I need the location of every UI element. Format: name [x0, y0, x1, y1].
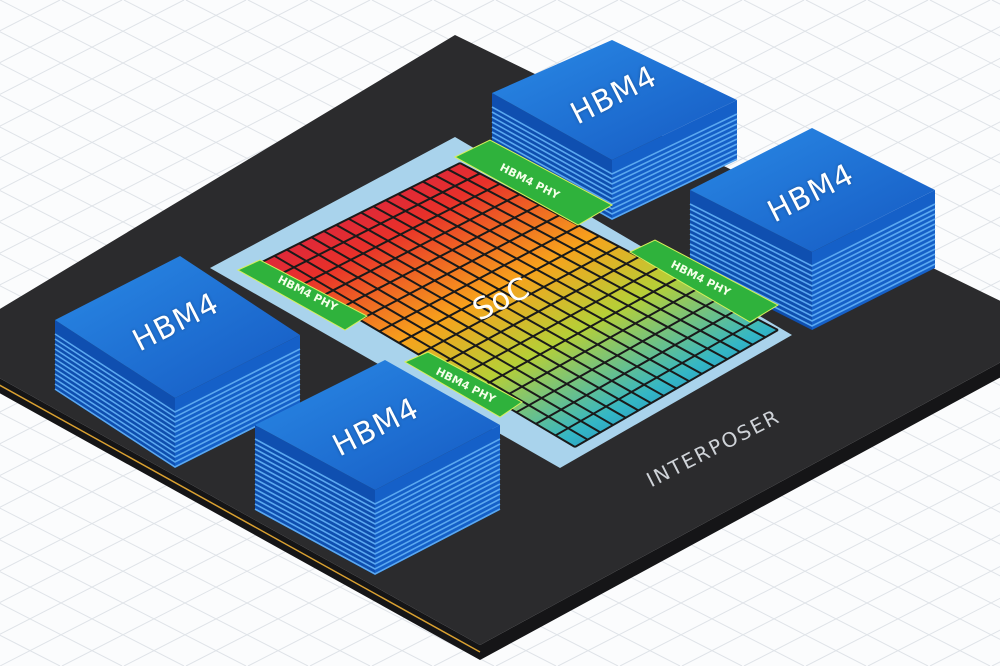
grid-line — [557, 0, 1000, 228]
hbm-die-layer — [689, 223, 936, 287]
hbm-die-layer — [254, 458, 501, 525]
grid-line — [619, 470, 1000, 666]
hbm-die-layer — [54, 353, 301, 433]
hbm-die-layer — [54, 373, 301, 453]
hbm-die-layer — [54, 343, 301, 423]
hbm-stack-right-face — [612, 100, 737, 220]
hbm-die-layer — [689, 253, 936, 317]
hbm-die-layer — [54, 348, 301, 428]
hbm-die-layer — [689, 248, 936, 312]
soc-grid-line — [515, 297, 719, 414]
grid-line — [0, 412, 495, 666]
soc-grid-line — [422, 180, 741, 353]
hbm-die-layer — [689, 233, 936, 297]
hbm-die-layer — [689, 218, 936, 282]
grid-line — [495, 407, 1000, 666]
grid-line — [0, 0, 371, 191]
soc-grid-line — [447, 168, 766, 339]
hbm-die-layer — [254, 483, 501, 550]
soc-grid-line — [554, 318, 759, 437]
soc-grid-line — [434, 174, 754, 346]
hbm-die-layer — [254, 493, 501, 560]
hbm-die-layer — [254, 488, 501, 555]
hbm-die-layer — [54, 333, 301, 413]
hbm-die-layer — [689, 203, 936, 267]
hbm-die-layer — [254, 503, 501, 570]
soc-grid-line — [476, 276, 680, 391]
soc-die — [262, 163, 778, 447]
hbm-die-layer — [54, 363, 301, 443]
hbm-die-layer — [491, 136, 738, 205]
hbm-stack-right-face — [175, 335, 300, 468]
hbm-die-layer — [54, 383, 301, 463]
grid-line — [743, 534, 1000, 666]
hbm-die-layer — [254, 443, 501, 510]
soc-grid-line — [385, 199, 703, 375]
hbm-stack-top — [255, 360, 500, 490]
grid-line — [0, 0, 433, 222]
hbm-die-layer — [689, 228, 936, 292]
hbm-die-layer — [491, 121, 738, 190]
phy-strip-top — [453, 139, 614, 226]
soc-grid-line — [496, 287, 699, 402]
soc-grid-line — [410, 186, 728, 361]
grid-line — [557, 438, 1000, 666]
grid-line — [0, 0, 309, 159]
hbm-die-layer — [254, 473, 501, 540]
hbm-die-layer — [254, 498, 501, 565]
hbm-die-layer — [254, 453, 501, 520]
grid-line — [0, 539, 247, 666]
hbm-die-layer — [54, 368, 301, 448]
hbm-stack — [254, 360, 501, 575]
soc-grid-line — [372, 205, 690, 383]
phy-strip-bottom — [403, 351, 523, 418]
soc-grid-line — [397, 193, 716, 368]
hbm-stack-top — [492, 40, 737, 160]
grid-line — [0, 475, 371, 666]
hbm-die-layer — [689, 243, 936, 307]
hbm-die-layer — [254, 448, 501, 515]
hbm-stack-left-face — [55, 320, 175, 468]
hbm-die-layer — [689, 238, 936, 302]
soc-grid — [261, 162, 779, 448]
hbm-die-layer — [491, 116, 738, 185]
grid-line — [0, 0, 495, 254]
interposer-edge-highlight — [0, 384, 481, 653]
hbm-die-layer — [54, 338, 301, 418]
soc-grid-line — [418, 245, 620, 356]
hbm-die-layer — [254, 438, 501, 505]
grid-line — [0, 0, 247, 127]
hbm-stack — [54, 256, 301, 468]
hbm-die-layer — [254, 508, 501, 575]
hbm-die-layer — [491, 106, 738, 175]
hbm-die-layer — [491, 131, 738, 200]
hbm-die-layer — [254, 478, 501, 545]
phy-strip-right — [628, 239, 780, 323]
grid-line — [743, 0, 1000, 132]
grid-line — [681, 502, 1000, 666]
grid-line — [0, 444, 433, 666]
hbm-die-layer — [491, 111, 738, 180]
grid-line — [0, 507, 309, 666]
soc-grid-line — [437, 256, 640, 367]
hbm-die-layer — [689, 208, 936, 272]
soc-grid-line — [457, 266, 660, 379]
grid-line — [619, 0, 1000, 196]
hbm-die-layer — [54, 358, 301, 438]
hbm-die-layer — [491, 126, 738, 195]
soc-grid-line — [574, 329, 779, 448]
soc-grid-line — [535, 308, 739, 425]
hbm-stack-top — [55, 256, 300, 398]
grid-line — [681, 0, 1000, 164]
phy-strip-left — [236, 259, 368, 331]
hbm-die-layer — [254, 463, 501, 530]
hbm-stack-top — [690, 128, 935, 252]
hbm-die-layer — [54, 378, 301, 458]
hbm-stack-left-face — [492, 93, 612, 220]
hbm-stack — [689, 128, 936, 330]
hbm-die-layer — [254, 468, 501, 535]
hbm-die-layer — [689, 213, 936, 277]
